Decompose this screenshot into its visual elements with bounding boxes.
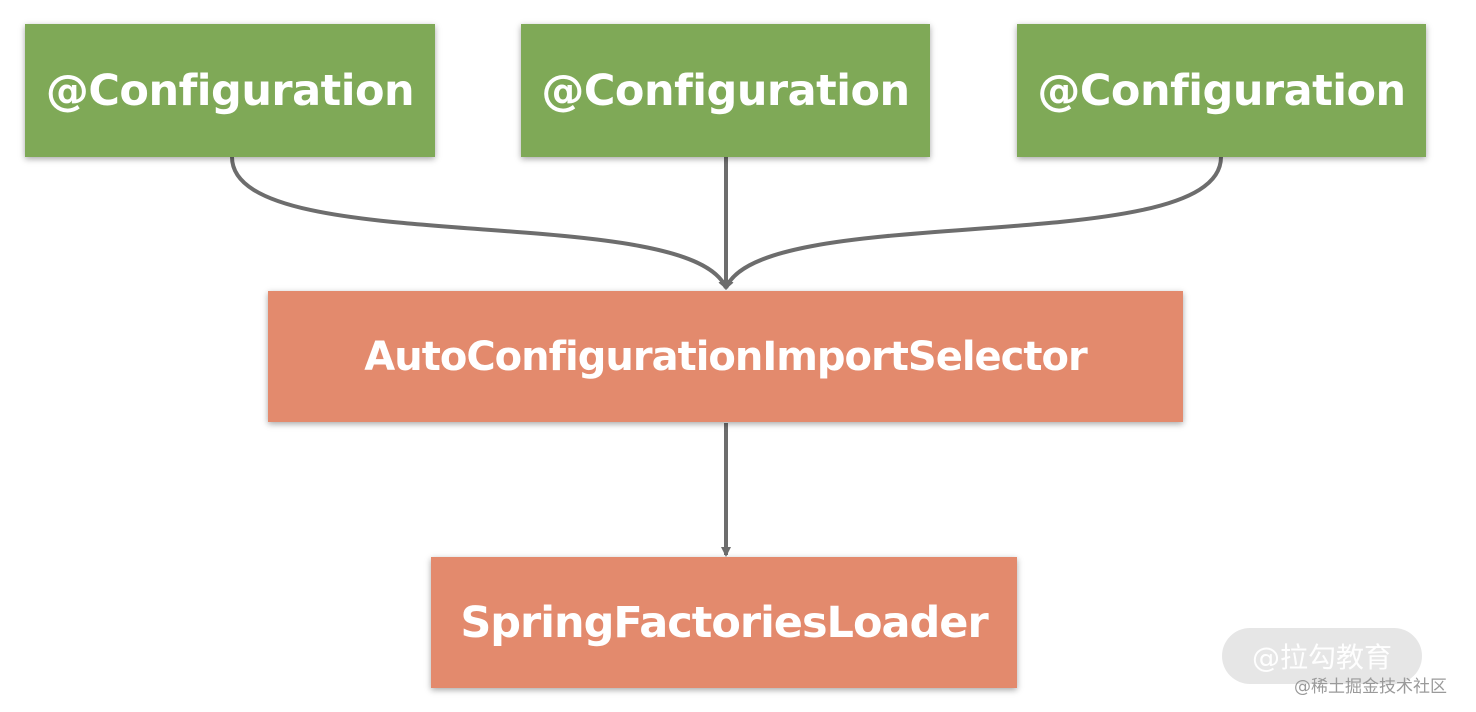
auto-configuration-import-selector-node: AutoConfigurationImportSelector [268,291,1183,422]
configuration-node-1: @Configuration [25,24,435,157]
selector-node-label: AutoConfigurationImportSelector [364,333,1087,380]
configuration-node-1-label: @Configuration [45,65,415,116]
configuration-node-2: @Configuration [521,24,930,157]
watermark-badge-text: @拉勾教育 [1251,641,1392,674]
spring-factories-loader-node: SpringFactoriesLoader [431,557,1017,688]
configuration-node-3-label: @Configuration [1037,65,1406,116]
watermark-badge: @拉勾教育 [1222,628,1422,684]
watermark-site: @稀土掘金技术社区 [1294,677,1447,697]
configuration-node-3: @Configuration [1017,24,1426,157]
loader-node-label: SpringFactoriesLoader [460,597,988,648]
edge-config-1-to-selector [230,156,728,290]
edge-config-3-to-selector [724,156,1223,290]
configuration-node-2-label: @Configuration [541,65,910,116]
